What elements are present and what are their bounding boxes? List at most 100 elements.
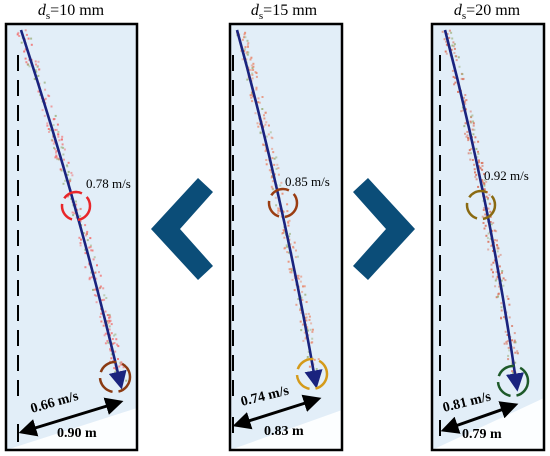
particle <box>505 342 508 345</box>
particle <box>251 92 254 95</box>
particle <box>107 341 110 344</box>
particle <box>66 173 69 176</box>
particle <box>474 136 477 139</box>
particle <box>286 251 289 254</box>
particle <box>286 245 289 248</box>
particle <box>461 78 464 81</box>
particle <box>452 75 455 78</box>
particle <box>298 277 301 280</box>
particle <box>503 316 505 319</box>
particle <box>451 37 454 40</box>
particle <box>307 329 309 332</box>
particle <box>499 253 502 256</box>
panel-3-title: ds=20 mm <box>453 2 521 23</box>
particle <box>17 31 20 34</box>
particle <box>106 314 109 317</box>
particle <box>289 232 291 235</box>
particle <box>495 277 498 280</box>
particle <box>102 287 105 290</box>
particle <box>252 62 255 65</box>
particle <box>265 121 268 124</box>
particle <box>301 299 304 301</box>
particle <box>464 132 466 135</box>
particle <box>487 240 490 243</box>
particle <box>513 339 516 342</box>
particle <box>71 204 74 207</box>
particle <box>101 299 104 302</box>
particle <box>109 349 112 352</box>
particle <box>110 357 113 360</box>
particle <box>461 106 464 109</box>
particle <box>88 276 91 279</box>
particle <box>501 271 503 274</box>
particle <box>484 224 487 227</box>
particle <box>89 244 92 247</box>
particle <box>108 328 111 331</box>
particle <box>467 152 470 155</box>
particle <box>50 105 53 108</box>
particle <box>472 122 475 125</box>
particle <box>282 229 285 232</box>
particle <box>495 230 498 233</box>
particle <box>511 339 514 342</box>
particle <box>465 135 468 138</box>
particle <box>90 249 93 252</box>
panel-3-distance-label: 0.79 m <box>462 427 502 442</box>
particle <box>288 219 291 222</box>
particle <box>460 77 463 80</box>
particle <box>485 180 488 183</box>
particle <box>311 330 314 333</box>
particle <box>118 365 121 368</box>
particle <box>243 50 246 52</box>
particle <box>481 161 484 164</box>
particle <box>52 142 55 145</box>
particle <box>477 185 480 188</box>
particle <box>111 338 114 340</box>
particle <box>85 232 88 235</box>
particle <box>451 69 454 72</box>
particle <box>473 163 476 166</box>
particle <box>281 192 284 195</box>
particle <box>496 250 499 253</box>
particle <box>497 255 500 258</box>
particle <box>496 244 498 246</box>
particle <box>304 337 307 340</box>
particle <box>483 188 486 191</box>
panel-3-circle-mid <box>465 189 497 221</box>
particle <box>277 212 280 215</box>
particle <box>70 171 73 174</box>
particle <box>55 150 58 152</box>
particle <box>46 122 49 125</box>
panel-2-distance-arrow <box>232 394 322 430</box>
particle <box>244 36 247 39</box>
particle <box>487 207 490 210</box>
particle <box>90 276 93 279</box>
particle <box>464 122 467 125</box>
particle <box>46 124 49 127</box>
panel-2-frame <box>228 22 344 452</box>
particle <box>477 152 480 155</box>
particle <box>54 114 57 117</box>
particle <box>306 326 309 329</box>
particle <box>454 81 457 84</box>
particle <box>445 43 448 46</box>
particle <box>263 117 266 120</box>
particle <box>67 161 70 164</box>
particle <box>457 56 460 59</box>
particle <box>455 59 458 62</box>
particle <box>457 90 459 93</box>
particle <box>475 147 478 150</box>
particle <box>299 320 302 323</box>
particle <box>66 164 68 167</box>
particle <box>38 68 40 71</box>
particle <box>476 156 479 159</box>
particle <box>441 30 444 33</box>
particle <box>267 133 270 136</box>
particle <box>481 215 484 218</box>
particle <box>287 224 290 227</box>
particle <box>510 362 513 365</box>
particle <box>76 208 79 211</box>
particle <box>100 312 103 315</box>
particle <box>99 315 102 318</box>
particle <box>254 112 257 115</box>
